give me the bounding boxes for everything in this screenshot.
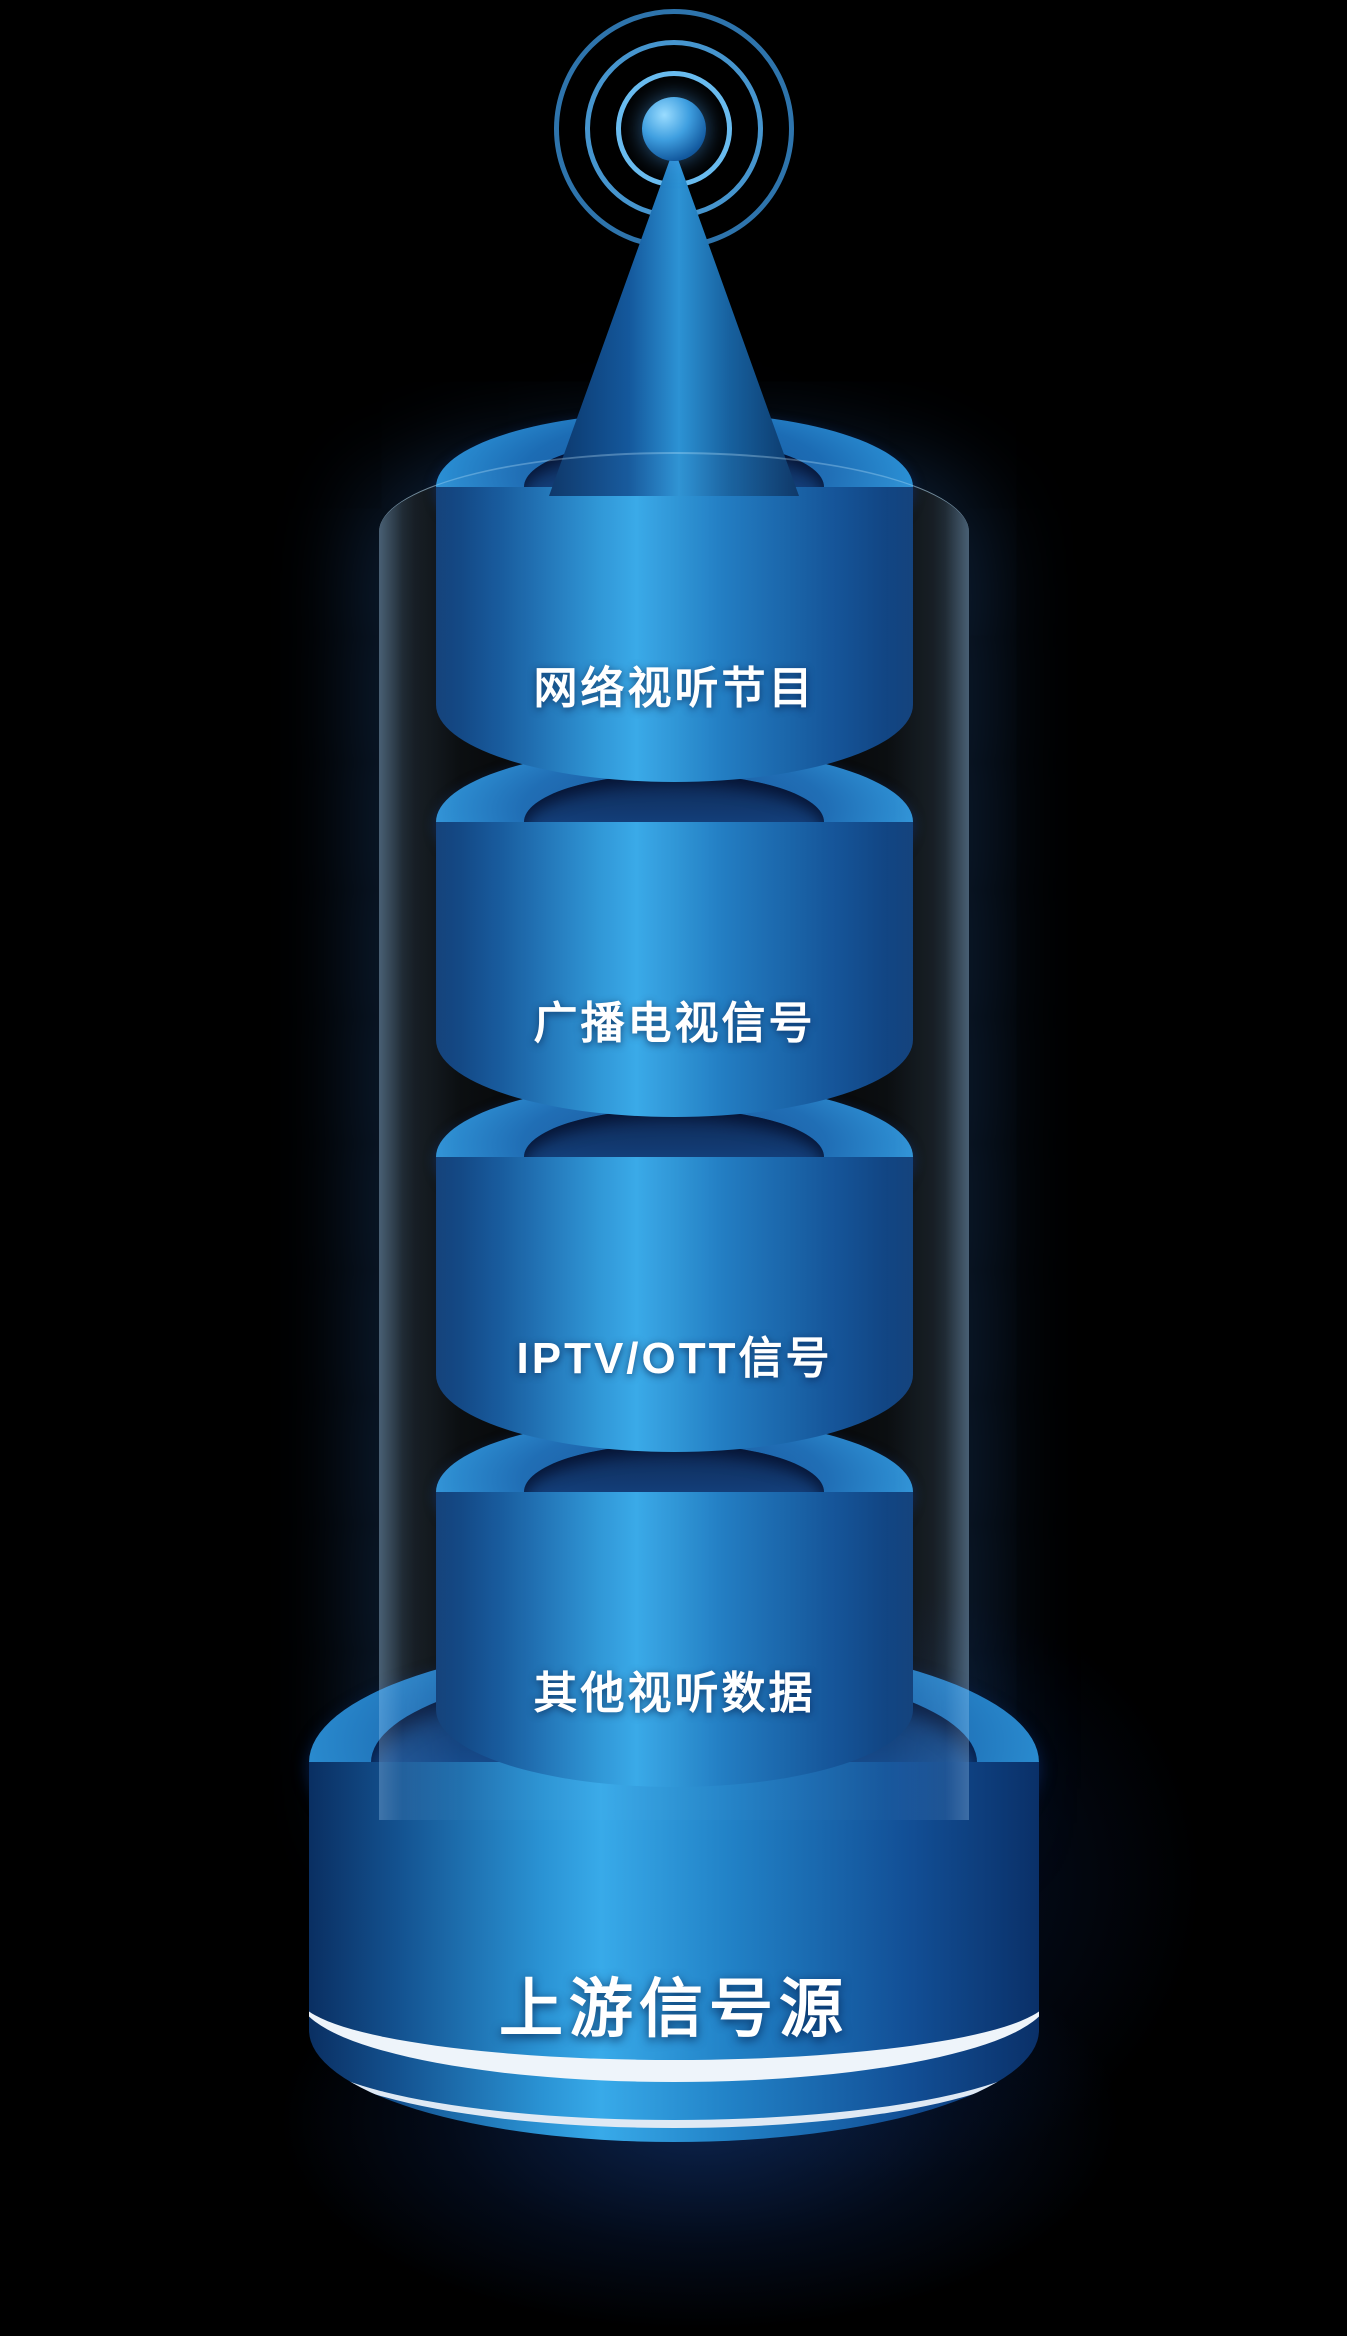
layer-broadcast-tv-signal: 广播电视信号 (436, 747, 913, 1217)
layer-label: 网络视听节目 (533, 664, 816, 713)
layer-body: 其他视听数据 (436, 1492, 913, 1787)
antenna-tip-sphere-icon (642, 97, 706, 161)
layer-label: IPTV/OTT信号 (516, 1334, 833, 1383)
layer-body: IPTV/OTT信号 (436, 1157, 913, 1452)
base-stripe-thin (309, 1958, 1039, 2128)
layer-body: 广播电视信号 (436, 822, 913, 1117)
layer-label: 广播电视信号 (533, 999, 816, 1048)
base-body: 上游信号源 (309, 1762, 1039, 2142)
layer-label: 其他视听数据 (533, 1669, 816, 1718)
layer-body: 网络视听节目 (436, 487, 913, 782)
